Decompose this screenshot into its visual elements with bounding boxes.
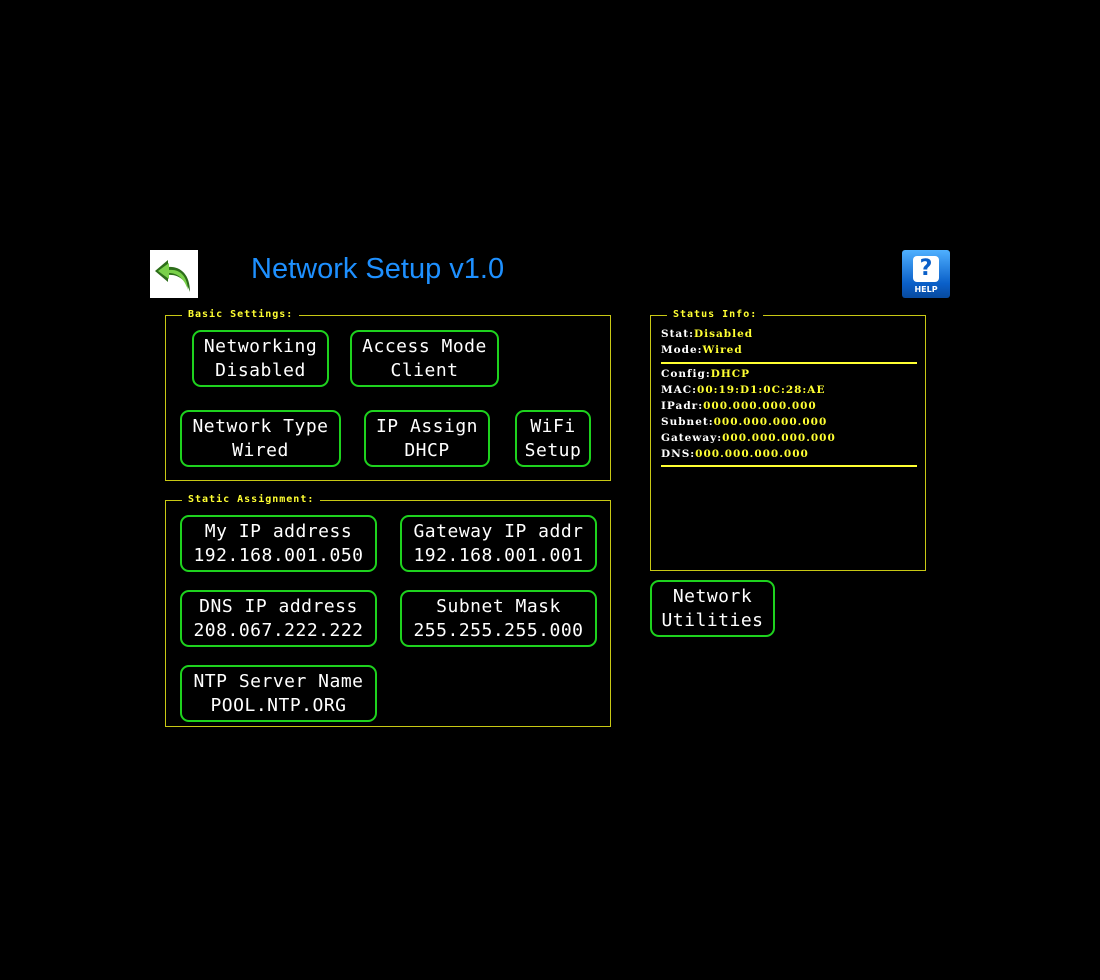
networking-button-value: Disabled <box>215 359 306 381</box>
ip-assign-button-label: IP Assign <box>375 415 479 437</box>
status-lines: Stat:Disabled Mode:Wired <box>661 326 753 358</box>
back-button[interactable] <box>150 250 198 298</box>
ntp-server-name-value: POOL.NTP.ORG <box>210 694 347 716</box>
wifi-setup-button-value: Setup <box>524 439 582 461</box>
basic-settings-label: Basic Settings: <box>182 308 300 322</box>
basic-settings-group: Basic Settings: <box>165 308 611 481</box>
dns-ip-address-value: 208.067.222.222 <box>193 619 364 641</box>
network-type-button-value: Wired <box>232 439 289 461</box>
wifi-setup-button[interactable]: WiFi Setup <box>515 410 591 467</box>
my-ip-address-button[interactable]: My IP address 192.168.001.050 <box>180 515 377 572</box>
ip-assign-button-value: DHCP <box>404 439 450 461</box>
help-icon: ? <box>913 256 939 282</box>
page-title: Network Setup v1.0 <box>251 253 505 285</box>
status-stat: Stat:Disabled <box>661 328 754 340</box>
status-mac: MAC:00:19:D1:0C:28:AE <box>661 384 826 396</box>
network-utilities-button[interactable]: Network Utilities <box>650 580 775 637</box>
gateway-ip-label: Gateway IP addr <box>413 520 584 542</box>
ip-assign-button[interactable]: IP Assign DHCP <box>364 410 490 467</box>
status-dns: DNS:000.000.000.000 <box>661 448 809 460</box>
dns-ip-address-button[interactable]: DNS IP address 208.067.222.222 <box>180 590 377 647</box>
status-divider-bottom <box>661 465 917 467</box>
networking-button[interactable]: Networking Disabled <box>192 330 329 387</box>
status-info-label: Status Info: <box>667 308 764 322</box>
ntp-server-name-button[interactable]: NTP Server Name POOL.NTP.ORG <box>180 665 377 722</box>
status-mode: Mode:Wired <box>661 344 743 356</box>
access-mode-button-label: Access Mode <box>362 335 487 357</box>
status-ipadr: IPadr:000.000.000.000 <box>661 400 817 412</box>
status-config: Config:DHCP <box>661 368 750 380</box>
access-mode-button[interactable]: Access Mode Client <box>350 330 499 387</box>
dns-ip-address-label: DNS IP address <box>199 595 358 617</box>
wifi-setup-button-label: WiFi <box>530 415 576 437</box>
back-arrow-icon <box>155 260 190 292</box>
status-divider <box>661 362 917 364</box>
ntp-server-name-label: NTP Server Name <box>193 670 364 692</box>
access-mode-button-value: Client <box>390 359 459 381</box>
static-assignment-group: Static Assignment: <box>165 493 611 727</box>
network-type-button[interactable]: Network Type Wired <box>180 410 341 467</box>
help-label: HELP <box>914 285 938 294</box>
networking-button-label: Networking <box>203 335 318 357</box>
status-info-group: Status Info: Stat:Disabled Mode:Wired Co… <box>650 308 926 571</box>
gateway-ip-value: 192.168.001.001 <box>413 544 584 566</box>
network-utilities-value: Utilities <box>661 609 764 631</box>
status-gateway: Gateway:000.000.000.000 <box>661 432 836 444</box>
help-button[interactable]: ? HELP <box>902 250 950 298</box>
status-details: Config:DHCP MAC:00:19:D1:0C:28:AE IPadr:… <box>661 366 836 462</box>
static-assignment-label: Static Assignment: <box>182 493 321 507</box>
subnet-mask-value: 255.255.255.000 <box>413 619 584 641</box>
my-ip-address-value: 192.168.001.050 <box>193 544 364 566</box>
status-subnet: Subnet:000.000.000.000 <box>661 416 828 428</box>
gateway-ip-button[interactable]: Gateway IP addr 192.168.001.001 <box>400 515 597 572</box>
subnet-mask-label: Subnet Mask <box>436 595 561 617</box>
network-type-button-label: Network Type <box>192 415 329 437</box>
my-ip-address-label: My IP address <box>204 520 353 542</box>
subnet-mask-button[interactable]: Subnet Mask 255.255.255.000 <box>400 590 597 647</box>
network-utilities-label: Network <box>672 585 753 607</box>
